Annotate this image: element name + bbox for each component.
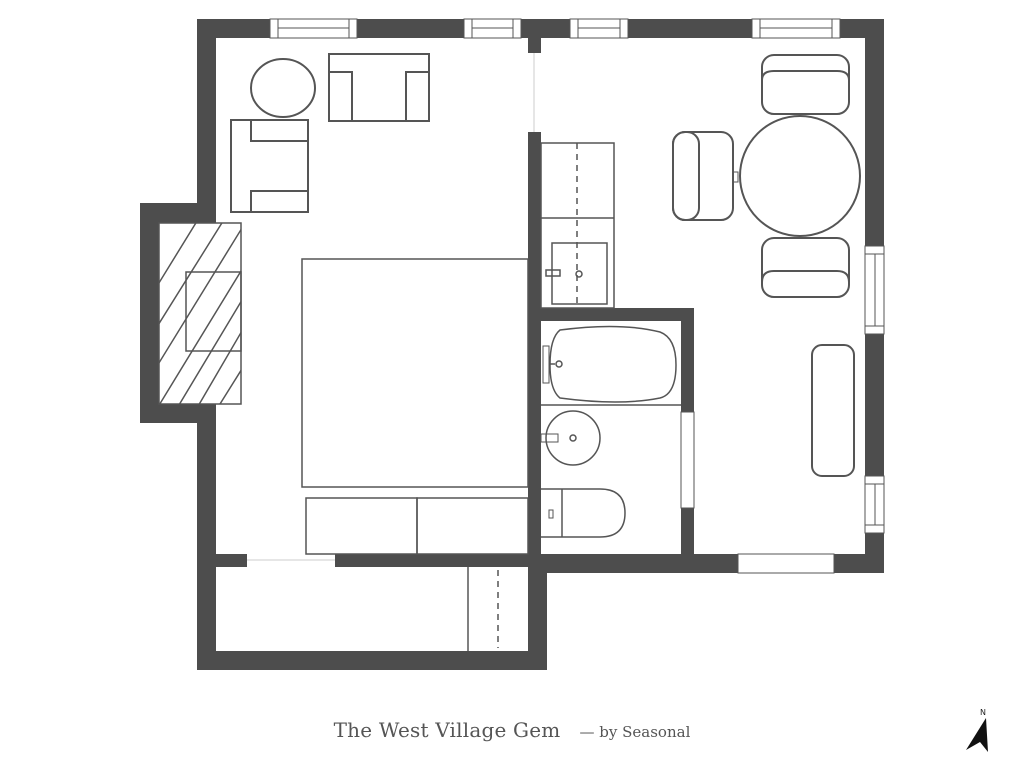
- fireplace: [158, 222, 242, 405]
- bench: [811, 344, 855, 477]
- round-sink: [540, 410, 601, 466]
- plan-title: The West Village Gem: [333, 718, 561, 742]
- dining-table: [739, 115, 861, 237]
- kitchen-counter: [540, 142, 615, 309]
- north-arrow: N: [962, 708, 994, 756]
- door-openings: [247, 53, 535, 561]
- windows: [269, 18, 885, 574]
- toilet: [541, 488, 626, 538]
- north-arrow-icon: [966, 718, 988, 752]
- north-label: N: [980, 708, 986, 717]
- bathtub: [541, 325, 681, 406]
- armchair-top: [328, 53, 430, 122]
- dining-chair-left: [672, 131, 739, 221]
- plan-caption: The West Village Gem — by Seasonal: [0, 718, 1024, 742]
- round-side-table: [250, 58, 316, 118]
- bed: [301, 258, 529, 488]
- closet: [467, 567, 499, 651]
- armchair-left: [230, 119, 309, 213]
- dining-chair-top: [761, 54, 850, 115]
- plan-byline: — by Seasonal: [579, 723, 691, 741]
- dresser: [305, 497, 529, 555]
- dining-chair-bottom: [761, 237, 850, 298]
